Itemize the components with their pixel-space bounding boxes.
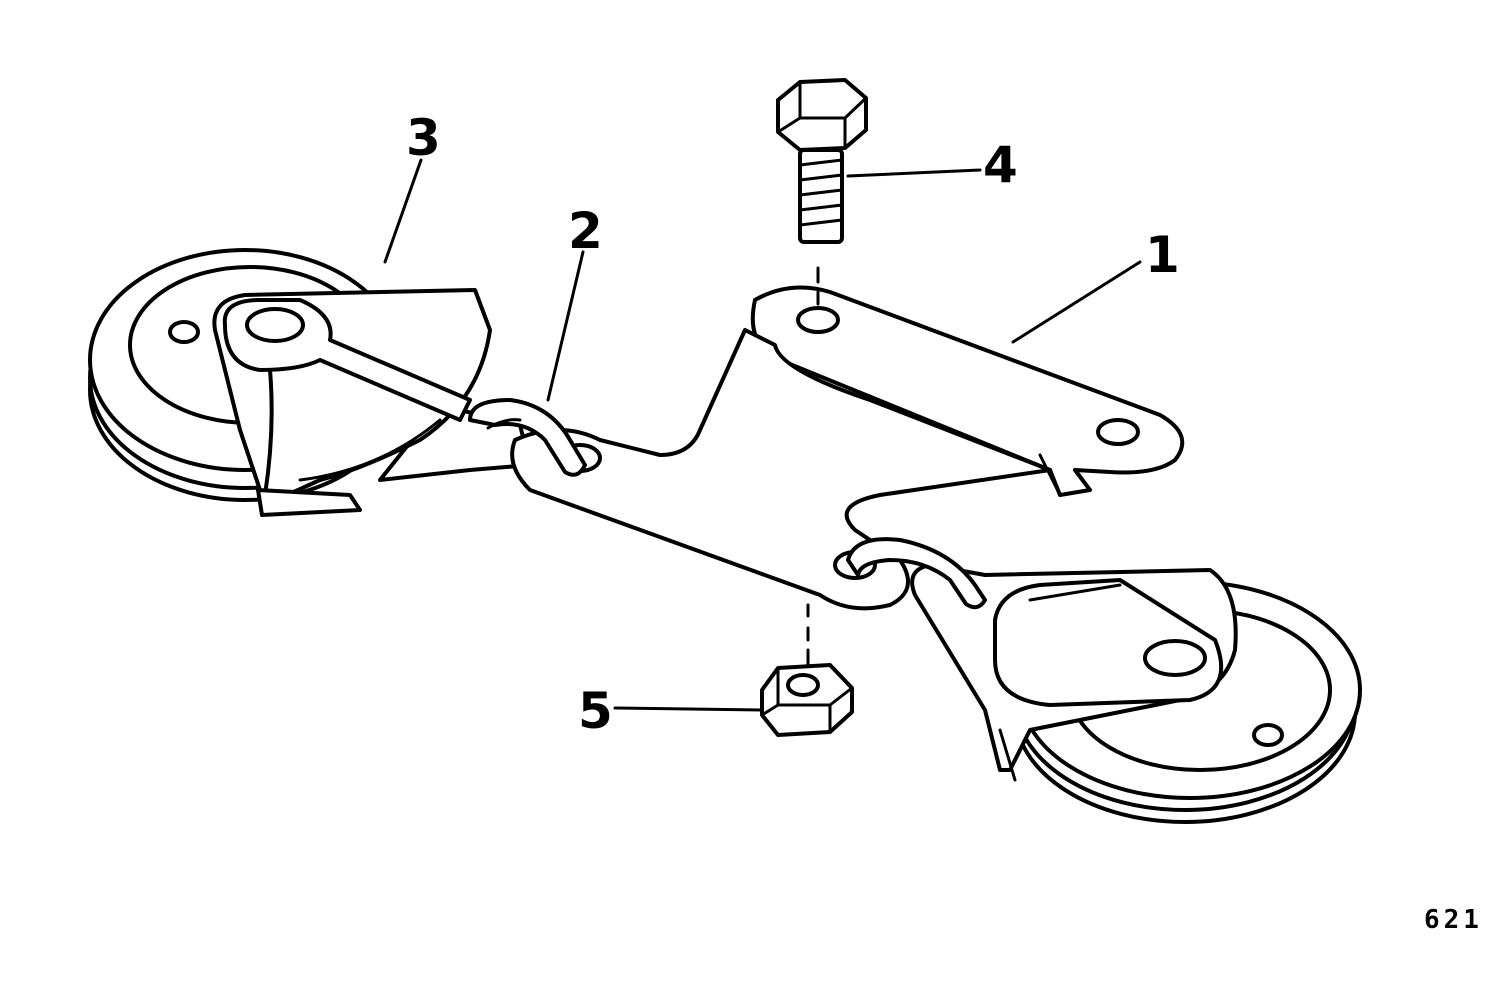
leader-5 xyxy=(613,706,764,712)
callout-5: 5 xyxy=(578,682,613,740)
wire-hook-left xyxy=(468,398,587,477)
leader-3 xyxy=(383,158,423,264)
wire-hook-right xyxy=(846,537,987,610)
callout-2: 2 xyxy=(568,202,603,260)
hex-bolt xyxy=(776,78,868,244)
right-pulley xyxy=(910,563,1362,824)
figure-number: 621 xyxy=(1424,905,1483,935)
callout-4: 4 xyxy=(983,136,1018,194)
left-pulley xyxy=(88,248,532,517)
callout-3: 3 xyxy=(406,109,441,167)
hex-nut xyxy=(760,663,854,737)
leader-1 xyxy=(1011,260,1142,344)
leader-lines xyxy=(383,158,1142,712)
callout-1: 1 xyxy=(1145,226,1180,284)
leader-2 xyxy=(546,250,585,402)
leader-4 xyxy=(846,168,982,178)
centerlines xyxy=(806,266,820,667)
